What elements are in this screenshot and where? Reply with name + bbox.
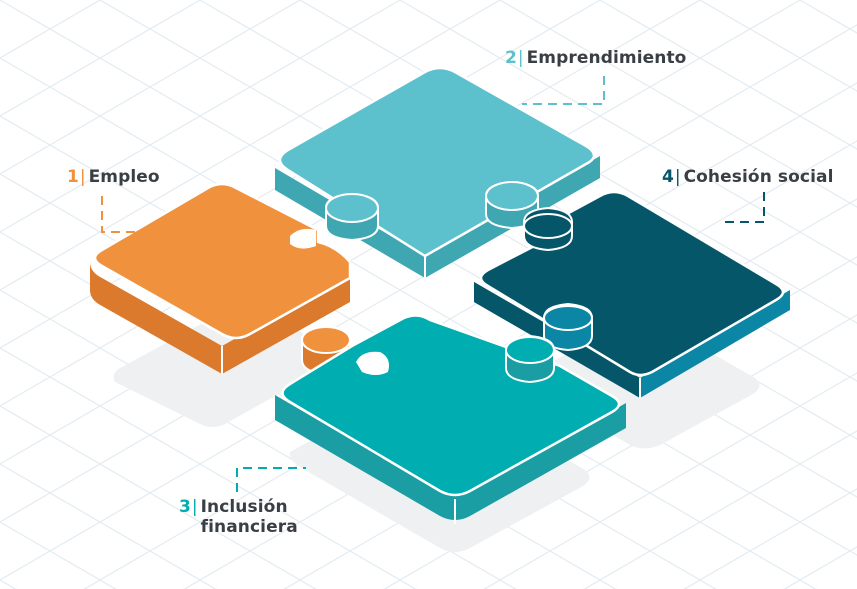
leader-line-empleo (101, 196, 150, 233)
label-separator: | (191, 497, 198, 517)
label-separator: | (517, 48, 524, 68)
label-inclusion-financiera: 3|Inclusión financiera (179, 497, 298, 537)
label-text: Emprendimiento (526, 48, 687, 68)
label-number: 3 (179, 497, 191, 517)
piece-cohesion-social (474, 190, 790, 398)
piece-inclusion-financiera (275, 314, 626, 524)
label-text: Empleo (88, 167, 160, 187)
label-number: 1 (67, 167, 79, 187)
label-emprendimiento: 2|Emprendimiento (505, 48, 686, 68)
label-text: Cohesión social (683, 167, 834, 187)
piece-empleo (90, 182, 352, 376)
label-number: 2 (505, 48, 517, 68)
label-text: Inclusión financiera (200, 497, 298, 537)
leader-line-inclusion (236, 467, 306, 492)
leader-line-emprendimiento (522, 76, 605, 105)
label-cohesion-social: 4|Cohesión social (662, 167, 834, 187)
leader-line-cohesion (725, 192, 765, 223)
label-separator: | (674, 167, 681, 187)
label-number: 4 (662, 167, 674, 187)
label-empleo: 1|Empleo (67, 167, 160, 187)
label-separator: | (79, 167, 86, 187)
